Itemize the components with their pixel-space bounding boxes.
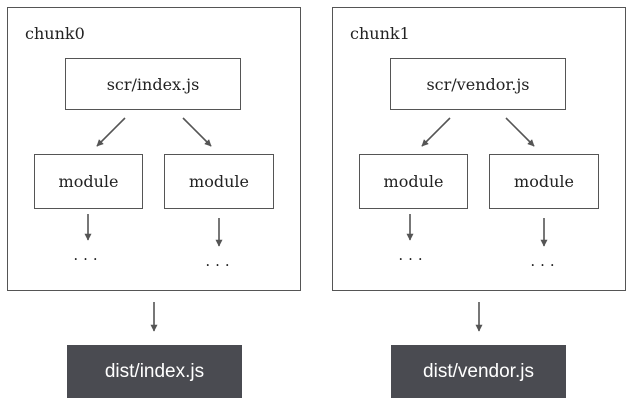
chunk0-container: chunk0 scr/index.js module module ... ..… [7, 7, 301, 291]
output-dist-index-label: dist/index.js [104, 360, 205, 382]
chunk0-module-left-label: module [58, 172, 119, 191]
chunk1-container: chunk1 scr/vendor.js module module ... .… [332, 7, 626, 291]
chunk0-module-right: module [164, 154, 274, 209]
chunk1-entry-label: scr/vendor.js [426, 74, 530, 94]
chunk1-entry-box: scr/vendor.js [390, 58, 566, 110]
chunk1-ellipsis-right: ... [530, 252, 560, 270]
output-dist-vendor: dist/vendor.js [391, 345, 566, 398]
chunk1-module-left-label: module [383, 172, 444, 191]
chunk0-ellipsis-left: ... [73, 246, 103, 264]
chunk0-module-right-label: module [189, 172, 249, 191]
chunk0-module-left: module [34, 154, 143, 209]
chunk1-module-left: module [359, 154, 468, 209]
chunk1-ellipsis-left: ... [398, 246, 428, 264]
chunk0-entry-label: scr/index.js [106, 74, 200, 94]
chunk0-ellipsis-right: ... [205, 252, 235, 270]
output-dist-index: dist/index.js [67, 345, 242, 398]
output-dist-vendor-label: dist/vendor.js [423, 360, 534, 382]
chunk1-module-right: module [489, 154, 599, 209]
chunk0-entry-box: scr/index.js [65, 58, 241, 110]
chunk0-title: chunk0 [25, 24, 85, 43]
chunk1-module-right-label: module [514, 172, 574, 191]
chunk1-title: chunk1 [350, 24, 410, 43]
